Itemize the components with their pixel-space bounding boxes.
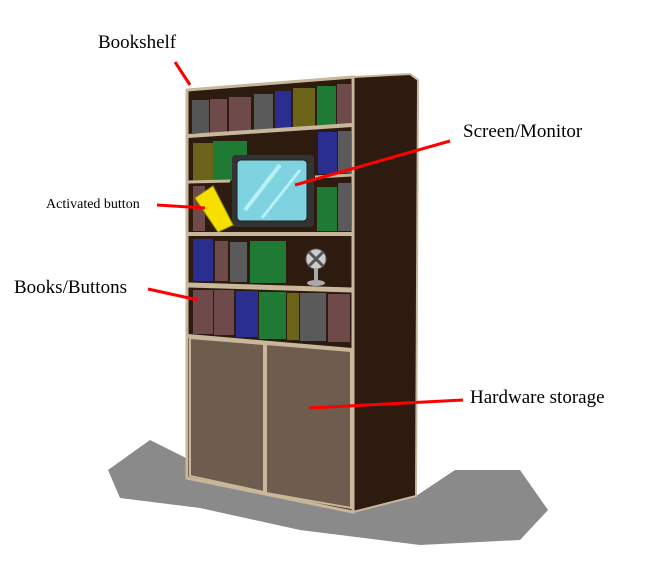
pointer-activated [156,203,206,210]
label-bookshelf: Bookshelf [98,32,177,53]
shelf-4 [187,282,353,293]
floor-shadow [108,440,548,545]
pointer-hardware [308,398,464,410]
shelf-1 [187,123,353,138]
shelf-2-left [187,179,231,184]
pointer-books [147,287,199,302]
cabinet-door-left[interactable] [189,336,265,494]
books-row-4 [193,239,286,283]
screen-monitor[interactable] [232,155,314,227]
label-activated-button: Activated button [46,197,140,212]
label-screen-monitor: Screen/Monitor [463,121,583,142]
shelf-5 [187,334,353,352]
pointer-lines [147,61,464,410]
label-books-buttons: Books/Buttons [14,277,127,298]
pointer-screen [294,139,451,187]
cabinet-door-right[interactable] [265,342,352,510]
pointer-bookshelf [173,61,192,86]
label-hardware-storage: Hardware storage [470,387,605,408]
books-row-5[interactable] [193,290,350,342]
side-panel [352,72,420,514]
books-row-1 [192,84,351,133]
globe [305,248,327,286]
activated-book-button[interactable] [194,185,234,233]
